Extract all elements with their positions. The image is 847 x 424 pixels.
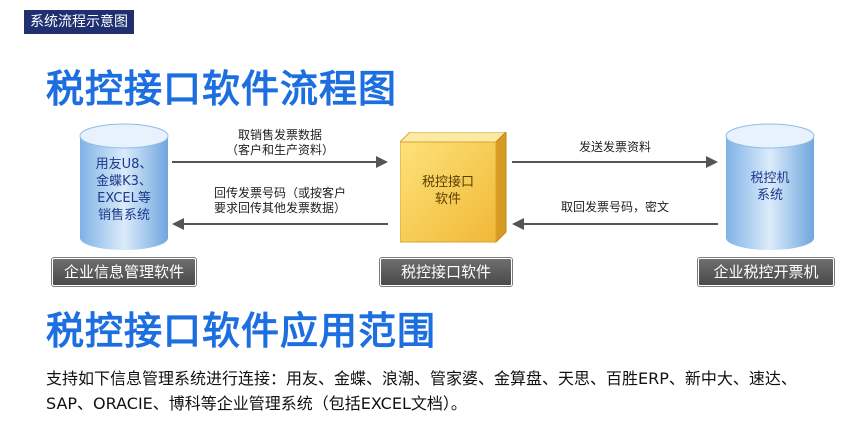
- left-node-text: 用友U8、 金蝶K3、 EXCEL等 销售系统: [95, 157, 153, 223]
- scope-description: 支持如下信息管理系统进行连接：用友、金蝶、浪潮、管家婆、金算盘、天思、百胜ERP…: [46, 369, 797, 413]
- right-database-node: 税控机 系统: [722, 122, 818, 252]
- center-node-label: 税控接口软件: [380, 258, 512, 286]
- arrow-left-to-center: [172, 156, 388, 168]
- arrow-center-to-left: [172, 218, 388, 230]
- database-cylinder-icon: [79, 123, 169, 250]
- arrow-center-to-right: [512, 156, 718, 168]
- center-software-node: 税控接口 软件: [398, 130, 510, 244]
- left-database-node: 用友U8、 金蝶K3、 EXCEL等 销售系统: [76, 122, 172, 252]
- arrow-right-to-center: [512, 218, 718, 230]
- scope-title: 税控接口软件应用范围: [46, 309, 437, 353]
- arrow-label-center-to-left: 回传发票号码（或按客户 要求回传其他发票数据）: [213, 186, 346, 215]
- flow-title: 税控接口软件流程图: [46, 67, 398, 111]
- software-box-icon: [398, 130, 508, 244]
- center-node-text: 税控接口 软件: [421, 175, 474, 207]
- left-node-label: 企业信息管理软件: [52, 258, 196, 286]
- database-cylinder-icon: [725, 123, 815, 250]
- arrow-label-center-to-right: 发送发票资料: [578, 140, 651, 154]
- arrow-label-right-to-center: 取回发票号码，密文: [560, 200, 669, 214]
- section-tag: 系统流程示意图: [24, 10, 134, 34]
- right-node-label: 企业税控开票机: [698, 258, 834, 286]
- right-node-text: 税控机 系统: [750, 171, 790, 203]
- arrow-label-left-to-center: 取销售发票数据 （客户和生产资料）: [225, 128, 334, 157]
